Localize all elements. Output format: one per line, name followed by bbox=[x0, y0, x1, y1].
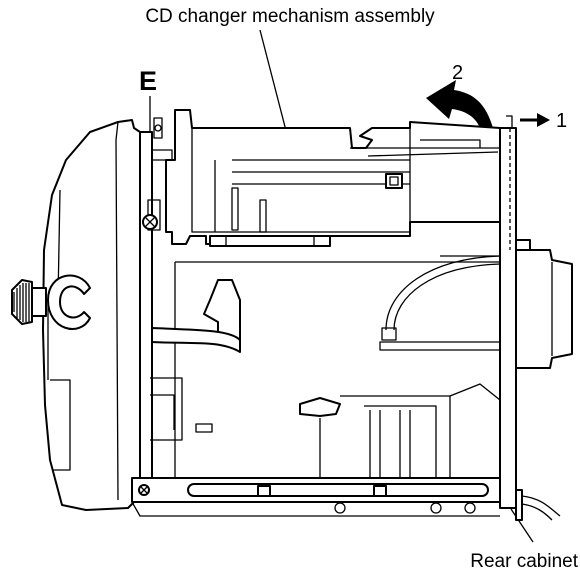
curved-arrow-2 bbox=[426, 80, 493, 128]
mechanism-label: CD changer mechanism assembly bbox=[145, 6, 435, 27]
arrow-two-label: 2 bbox=[452, 62, 463, 84]
internal-chassis bbox=[150, 255, 501, 481]
rear-cabinet bbox=[499, 115, 573, 521]
rear-cabinet-leader bbox=[510, 508, 534, 543]
screw-e bbox=[142, 214, 158, 230]
bottom-rail bbox=[131, 477, 513, 517]
screw-e-label: E bbox=[139, 66, 157, 96]
cd-changer-mechanism bbox=[165, 109, 501, 247]
rear-cabinet-label: Rear cabinet bbox=[470, 551, 578, 572]
front-panel bbox=[42, 119, 141, 511]
arrow-one-label: 1 bbox=[556, 110, 567, 132]
volume-knob bbox=[11, 274, 91, 330]
straight-arrow-1 bbox=[520, 113, 550, 127]
